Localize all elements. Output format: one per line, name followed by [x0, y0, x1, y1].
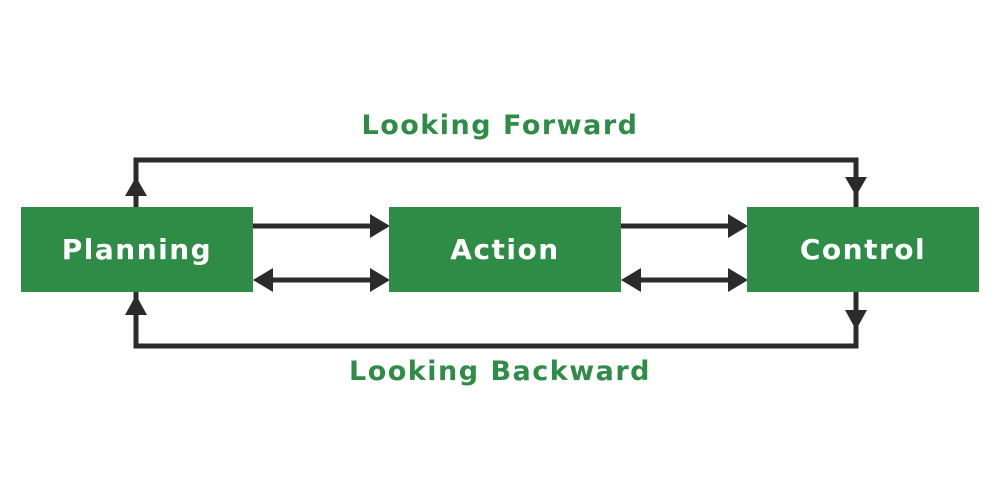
arrowhead-left-action-bottom — [621, 268, 641, 292]
arrowhead-right-action-top — [370, 214, 390, 238]
arrowhead-right-action-bottom — [370, 268, 390, 292]
arrow-down-control-bottom — [845, 310, 867, 330]
planning-node-label: Planning — [61, 233, 213, 266]
control-node: Control — [747, 207, 979, 292]
arrow-up-planning-top — [125, 177, 147, 196]
action-node-label: Action — [450, 233, 560, 266]
action-node: Action — [389, 207, 621, 292]
arrowhead-left-planning-bottom — [253, 268, 273, 292]
arrow-up-planning-bottom — [125, 295, 147, 315]
arrowhead-right-control-top — [728, 214, 748, 238]
arrowhead-right-control-bottom — [728, 268, 748, 292]
arrow-down-control-top — [845, 177, 867, 196]
backward-loop-line — [133, 292, 859, 349]
forward-loop-line — [133, 157, 859, 207]
control-node-label: Control — [799, 233, 927, 266]
looking-backward-label: Looking Backward — [348, 356, 652, 387]
planning-node: Planning — [21, 207, 253, 292]
looking-forward-label: Looking Forward — [361, 110, 639, 141]
